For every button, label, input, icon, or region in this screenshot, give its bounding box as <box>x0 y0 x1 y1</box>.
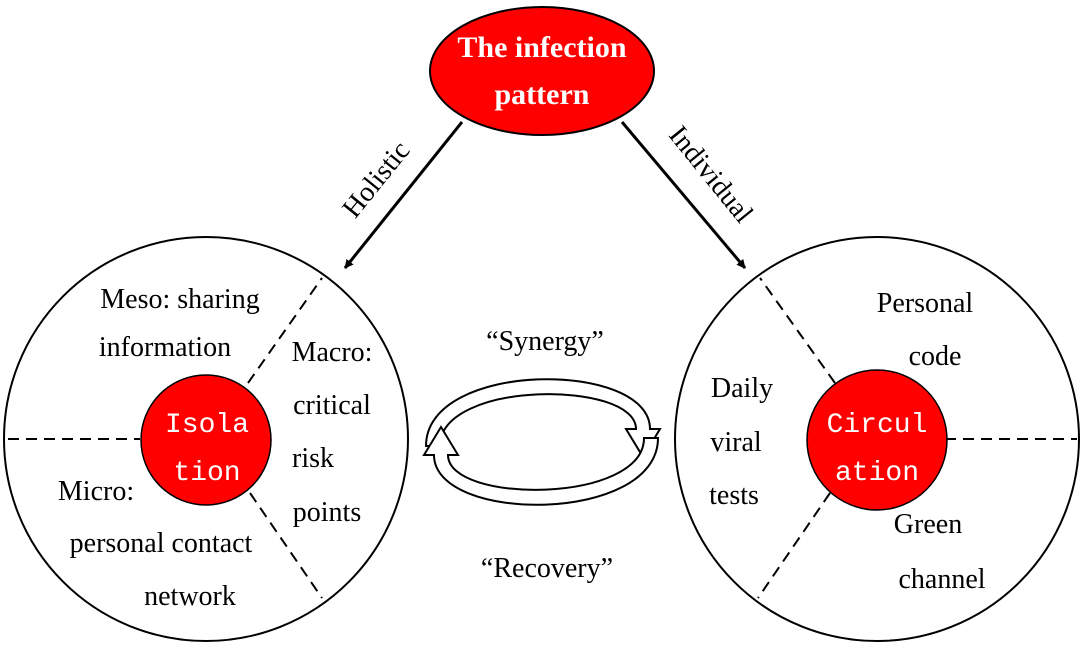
recovery-label: “Recovery” <box>481 553 613 584</box>
meso-line2: information <box>99 332 231 363</box>
circulation-center <box>806 369 948 511</box>
daily-line1: Daily <box>711 373 773 404</box>
circulation-line1: Circul <box>827 410 928 441</box>
infection-pattern-node: The infection pattern <box>429 6 655 136</box>
top-node-line2: pattern <box>495 78 590 111</box>
top-node-line1: The infection <box>457 31 626 64</box>
macro-line2: critical <box>293 390 371 421</box>
right-circle: Circul ation Personal code Daily viral t… <box>674 236 1080 642</box>
individual-arrow <box>620 121 747 269</box>
right-divider-upper <box>759 277 836 384</box>
individual-label: Individual <box>662 120 759 229</box>
daily-line3: tests <box>709 480 759 511</box>
green-line1: Green <box>894 509 962 540</box>
green-line2: channel <box>898 564 985 595</box>
left-divider-lower <box>249 492 323 599</box>
micro-line1: Micro: <box>58 476 134 507</box>
left-circle: Isola tion Meso: sharing information Mac… <box>3 236 409 642</box>
personal-line2: code <box>909 341 962 372</box>
macro-line4: points <box>293 497 361 528</box>
holistic-arrow <box>343 121 464 269</box>
circulation-line2: ation <box>835 458 919 489</box>
isolation-center <box>140 374 272 506</box>
synergy-label: “Synergy” <box>486 326 604 357</box>
left-divider-upper <box>247 277 323 384</box>
isolation-line2: tion <box>173 458 240 489</box>
cycle-arrows <box>422 378 662 506</box>
macro-line1: Macro: <box>292 337 373 368</box>
micro-line2: personal contact <box>70 528 253 559</box>
meso-line1: Meso: sharing <box>100 284 259 315</box>
synergy-arrow <box>424 378 662 459</box>
recovery-arrow <box>422 425 660 506</box>
personal-line1: Personal <box>877 288 974 319</box>
holistic-label: Holistic <box>336 135 416 223</box>
macro-line3: risk <box>292 443 334 474</box>
right-divider-lower <box>757 492 831 599</box>
micro-line3: network <box>144 581 236 612</box>
daily-line2: viral <box>710 427 762 458</box>
isolation-line1: Isola <box>165 410 249 441</box>
